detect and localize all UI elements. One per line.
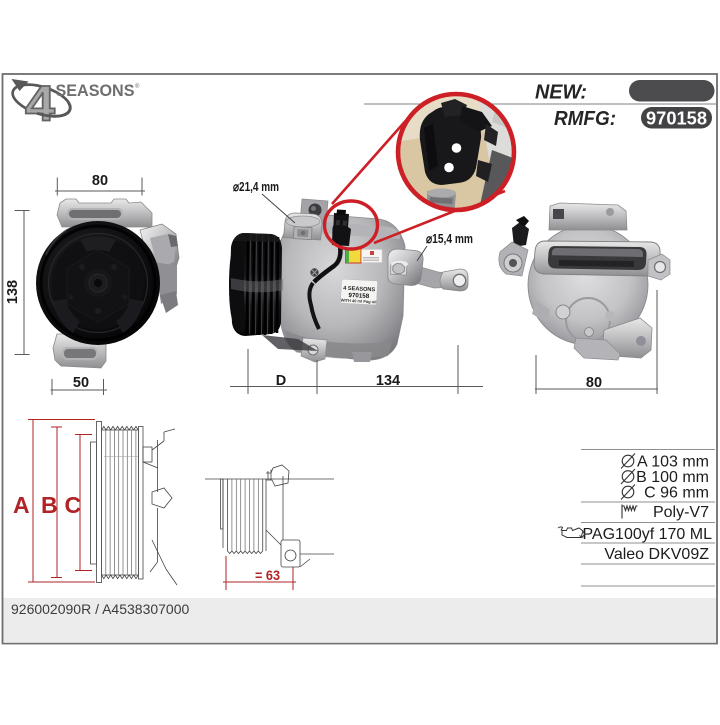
svg-text:50: 50: [73, 375, 89, 391]
svg-text:®: ®: [135, 83, 140, 90]
svg-text:PAG100yf 170 ML: PAG100yf 170 ML: [582, 526, 712, 543]
svg-text:4 SEASONS: 4 SEASONS: [343, 286, 376, 294]
svg-text:C 96 mm: C 96 mm: [644, 485, 709, 502]
svg-text:4: 4: [25, 76, 55, 132]
svg-text:B 100 mm: B 100 mm: [636, 469, 709, 486]
svg-text:926002090R / A4538307000: 926002090R / A4538307000: [11, 601, 189, 617]
svg-text:Valeo DKV09Z: Valeo DKV09Z: [604, 546, 709, 563]
svg-text:C: C: [65, 492, 82, 518]
svg-text:= 63: = 63: [255, 568, 280, 583]
svg-text:SEASONS: SEASONS: [56, 82, 135, 100]
svg-text:134: 134: [376, 373, 400, 389]
svg-text:80: 80: [586, 375, 602, 391]
svg-text:80: 80: [92, 173, 108, 189]
svg-text:970158: 970158: [646, 108, 707, 129]
svg-text:A 103 mm: A 103 mm: [637, 454, 709, 471]
svg-text:A: A: [13, 492, 30, 518]
svg-text:WITH 40 ml Pag oil: WITH 40 ml Pag oil: [341, 298, 377, 305]
svg-text:RMFG:: RMFG:: [554, 107, 616, 130]
svg-text:⌀15,4 mm: ⌀15,4 mm: [426, 231, 473, 246]
svg-text:Poly-V7: Poly-V7: [653, 504, 709, 521]
svg-text:B: B: [41, 492, 58, 518]
svg-text:D: D: [276, 373, 286, 389]
svg-text:970158: 970158: [348, 292, 370, 300]
svg-text:138: 138: [5, 280, 21, 304]
svg-text:NEW:: NEW:: [535, 81, 587, 104]
svg-text:⌀21,4 mm: ⌀21,4 mm: [233, 179, 279, 194]
